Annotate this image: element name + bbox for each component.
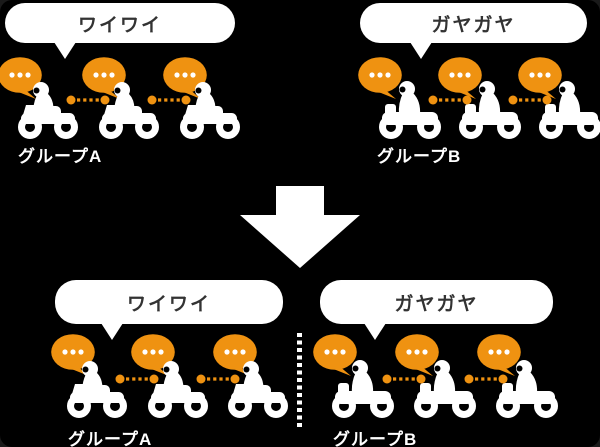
speech-bubble-tail (364, 323, 386, 340)
down-arrow-icon (240, 186, 360, 268)
motorcycle-rider-icon (17, 81, 79, 139)
motorcycle-rider-icon (414, 360, 476, 418)
motorcycle-rider-icon (147, 360, 209, 418)
group-speech-bubble: ワイワイ (55, 280, 283, 340)
motorcycle-rider-icon (496, 360, 558, 418)
dotted-intercom-link-icon (508, 95, 552, 105)
group-label: グループB (333, 430, 418, 447)
dotted-intercom-link-icon (428, 95, 472, 105)
group-label: グループA (18, 147, 103, 166)
group-speech-text: ガヤガヤ (431, 14, 516, 36)
group-speech-text: ワイワイ (77, 14, 162, 36)
group-speech-text: ガヤガヤ (394, 293, 479, 315)
motorcycle-rider-icon (459, 81, 521, 139)
motorcycle-rider-icon (179, 81, 241, 139)
speech-bubble-tail (410, 42, 432, 59)
speech-bubble-tail (54, 42, 76, 59)
motorcycle-rider-icon (66, 360, 128, 418)
group-label: グループB (377, 147, 462, 166)
group-speech-text: ワイワイ (126, 293, 211, 315)
dashed-divider-line (297, 333, 302, 428)
motorcycle-rider-icon (379, 81, 441, 139)
dotted-intercom-link-icon (115, 374, 159, 384)
dotted-intercom-link-icon (196, 374, 240, 384)
speech-bubble-tail (101, 323, 123, 340)
group-speech-bubble: ガヤガヤ (320, 280, 553, 340)
group-speech-bubble: ワイワイ (5, 3, 235, 59)
dotted-intercom-link-icon (147, 95, 191, 105)
dotted-intercom-link-icon (66, 95, 110, 105)
dotted-intercom-link-icon (382, 374, 426, 384)
dotted-intercom-link-icon (464, 374, 508, 384)
motorcycle-rider-icon (539, 81, 600, 139)
motorcycle-rider-icon (98, 81, 160, 139)
group-speech-bubble: ガヤガヤ (360, 3, 587, 59)
group-label: グループA (68, 430, 153, 447)
motorcycle-rider-icon (332, 360, 394, 418)
motorcycle-rider-icon (227, 360, 289, 418)
